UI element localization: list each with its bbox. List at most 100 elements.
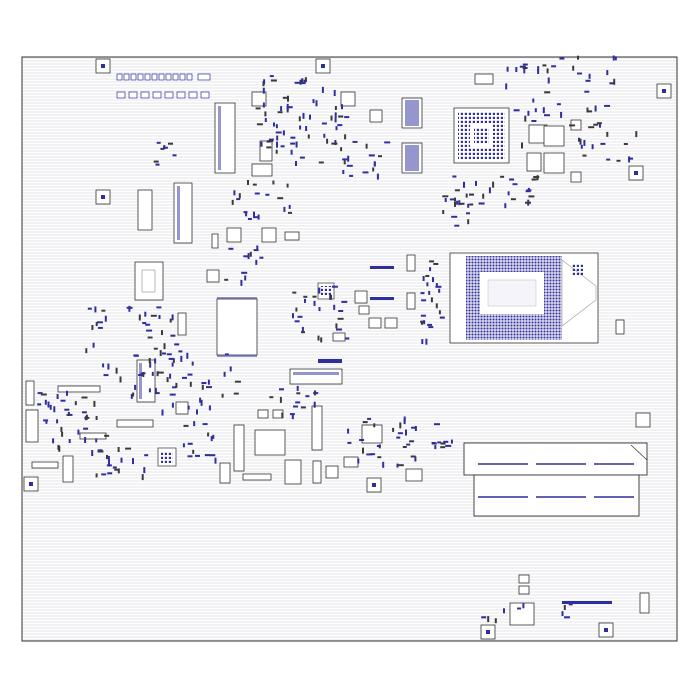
- passive-component: [44, 399, 47, 405]
- passive-component: [347, 155, 350, 162]
- passive-component: [317, 335, 320, 341]
- passive-component: [528, 195, 535, 198]
- passive-component: [295, 401, 301, 404]
- passive-component: [92, 342, 95, 348]
- passive-component: [452, 175, 457, 178]
- passive-component: [77, 429, 80, 435]
- passive-component: [544, 114, 550, 117]
- passive-component: [212, 434, 215, 439]
- passive-component: [593, 123, 599, 126]
- passive-component: [313, 392, 319, 395]
- passive-component: [95, 473, 98, 478]
- passive-component: [275, 131, 282, 134]
- passive-component: [236, 198, 241, 201]
- passive-component: [333, 304, 336, 310]
- passive-component: [515, 67, 518, 72]
- passive-component: [301, 78, 304, 83]
- passive-component: [312, 99, 315, 104]
- passive-component: [67, 411, 70, 416]
- passive-component: [103, 374, 109, 377]
- passive-component: [459, 202, 465, 205]
- passive-component: [505, 83, 508, 90]
- passive-component: [425, 275, 430, 277]
- passive-component: [304, 77, 307, 83]
- passive-component: [276, 135, 279, 141]
- passive-component: [64, 408, 70, 411]
- passive-component: [208, 405, 211, 411]
- passive-component: [454, 201, 456, 207]
- passive-component: [420, 320, 423, 325]
- passive-component: [525, 201, 531, 204]
- passive-component: [201, 384, 204, 390]
- passive-component: [435, 285, 442, 288]
- passive-component: [334, 106, 337, 110]
- passive-component: [290, 136, 296, 139]
- passive-component: [368, 154, 375, 157]
- passive-component: [551, 65, 557, 68]
- passive-component: [280, 145, 285, 148]
- passive-component: [130, 393, 133, 399]
- passive-component: [142, 372, 145, 377]
- passive-component: [269, 75, 274, 78]
- passive-component: [180, 355, 183, 362]
- mounting-hole: [628, 165, 644, 181]
- passive-component: [101, 309, 106, 312]
- passive-component: [488, 187, 491, 194]
- passive-component: [101, 473, 107, 476]
- passive-component: [559, 57, 565, 60]
- passive-component: [256, 123, 263, 126]
- passive-component: [434, 445, 437, 450]
- passive-component: [243, 255, 249, 258]
- passive-component: [255, 107, 261, 110]
- passive-component: [279, 396, 282, 403]
- passive-component: [428, 290, 431, 295]
- power-parts: [62, 73, 625, 626]
- passive-component: [169, 373, 172, 379]
- passive-component: [156, 371, 159, 377]
- passive-component: [321, 122, 327, 125]
- passive-component: [37, 403, 42, 406]
- passive-component: [149, 361, 152, 368]
- passive-component: [281, 412, 284, 418]
- passive-component: [422, 276, 425, 281]
- passive-component: [154, 387, 157, 394]
- passive-component: [613, 78, 616, 85]
- memory-slot: [463, 442, 648, 517]
- passive-component: [240, 279, 243, 286]
- passive-component: [599, 123, 601, 128]
- passive-component: [442, 195, 449, 198]
- passive-component: [253, 211, 255, 218]
- passive-component: [333, 90, 336, 96]
- passive-component: [292, 313, 294, 319]
- passive-component: [532, 98, 535, 103]
- passive-component: [376, 173, 379, 180]
- passive-component: [331, 142, 338, 145]
- passive-component: [53, 406, 56, 413]
- passive-component: [304, 298, 306, 303]
- passive-component: [586, 107, 589, 113]
- passive-component: [312, 295, 317, 298]
- passive-component: [182, 443, 185, 448]
- passive-component: [318, 287, 321, 294]
- passive-component: [402, 446, 407, 448]
- passive-component: [233, 392, 239, 395]
- passive-component: [286, 106, 293, 109]
- passive-component: [117, 468, 120, 474]
- passive-component: [318, 307, 321, 312]
- passive-component: [469, 203, 474, 206]
- passive-component: [429, 267, 432, 272]
- passive-component: [262, 87, 265, 94]
- passive-component: [195, 454, 200, 457]
- passive-component: [434, 423, 440, 426]
- passive-component: [542, 64, 547, 67]
- passive-component: [431, 442, 437, 445]
- mounting-hole: [480, 624, 496, 640]
- passive-component: [560, 111, 563, 118]
- passive-component: [174, 343, 180, 346]
- passive-component: [313, 300, 316, 306]
- passive-component: [60, 426, 63, 432]
- passive-component: [97, 450, 104, 453]
- passive-component: [362, 171, 369, 174]
- passive-component: [276, 141, 278, 148]
